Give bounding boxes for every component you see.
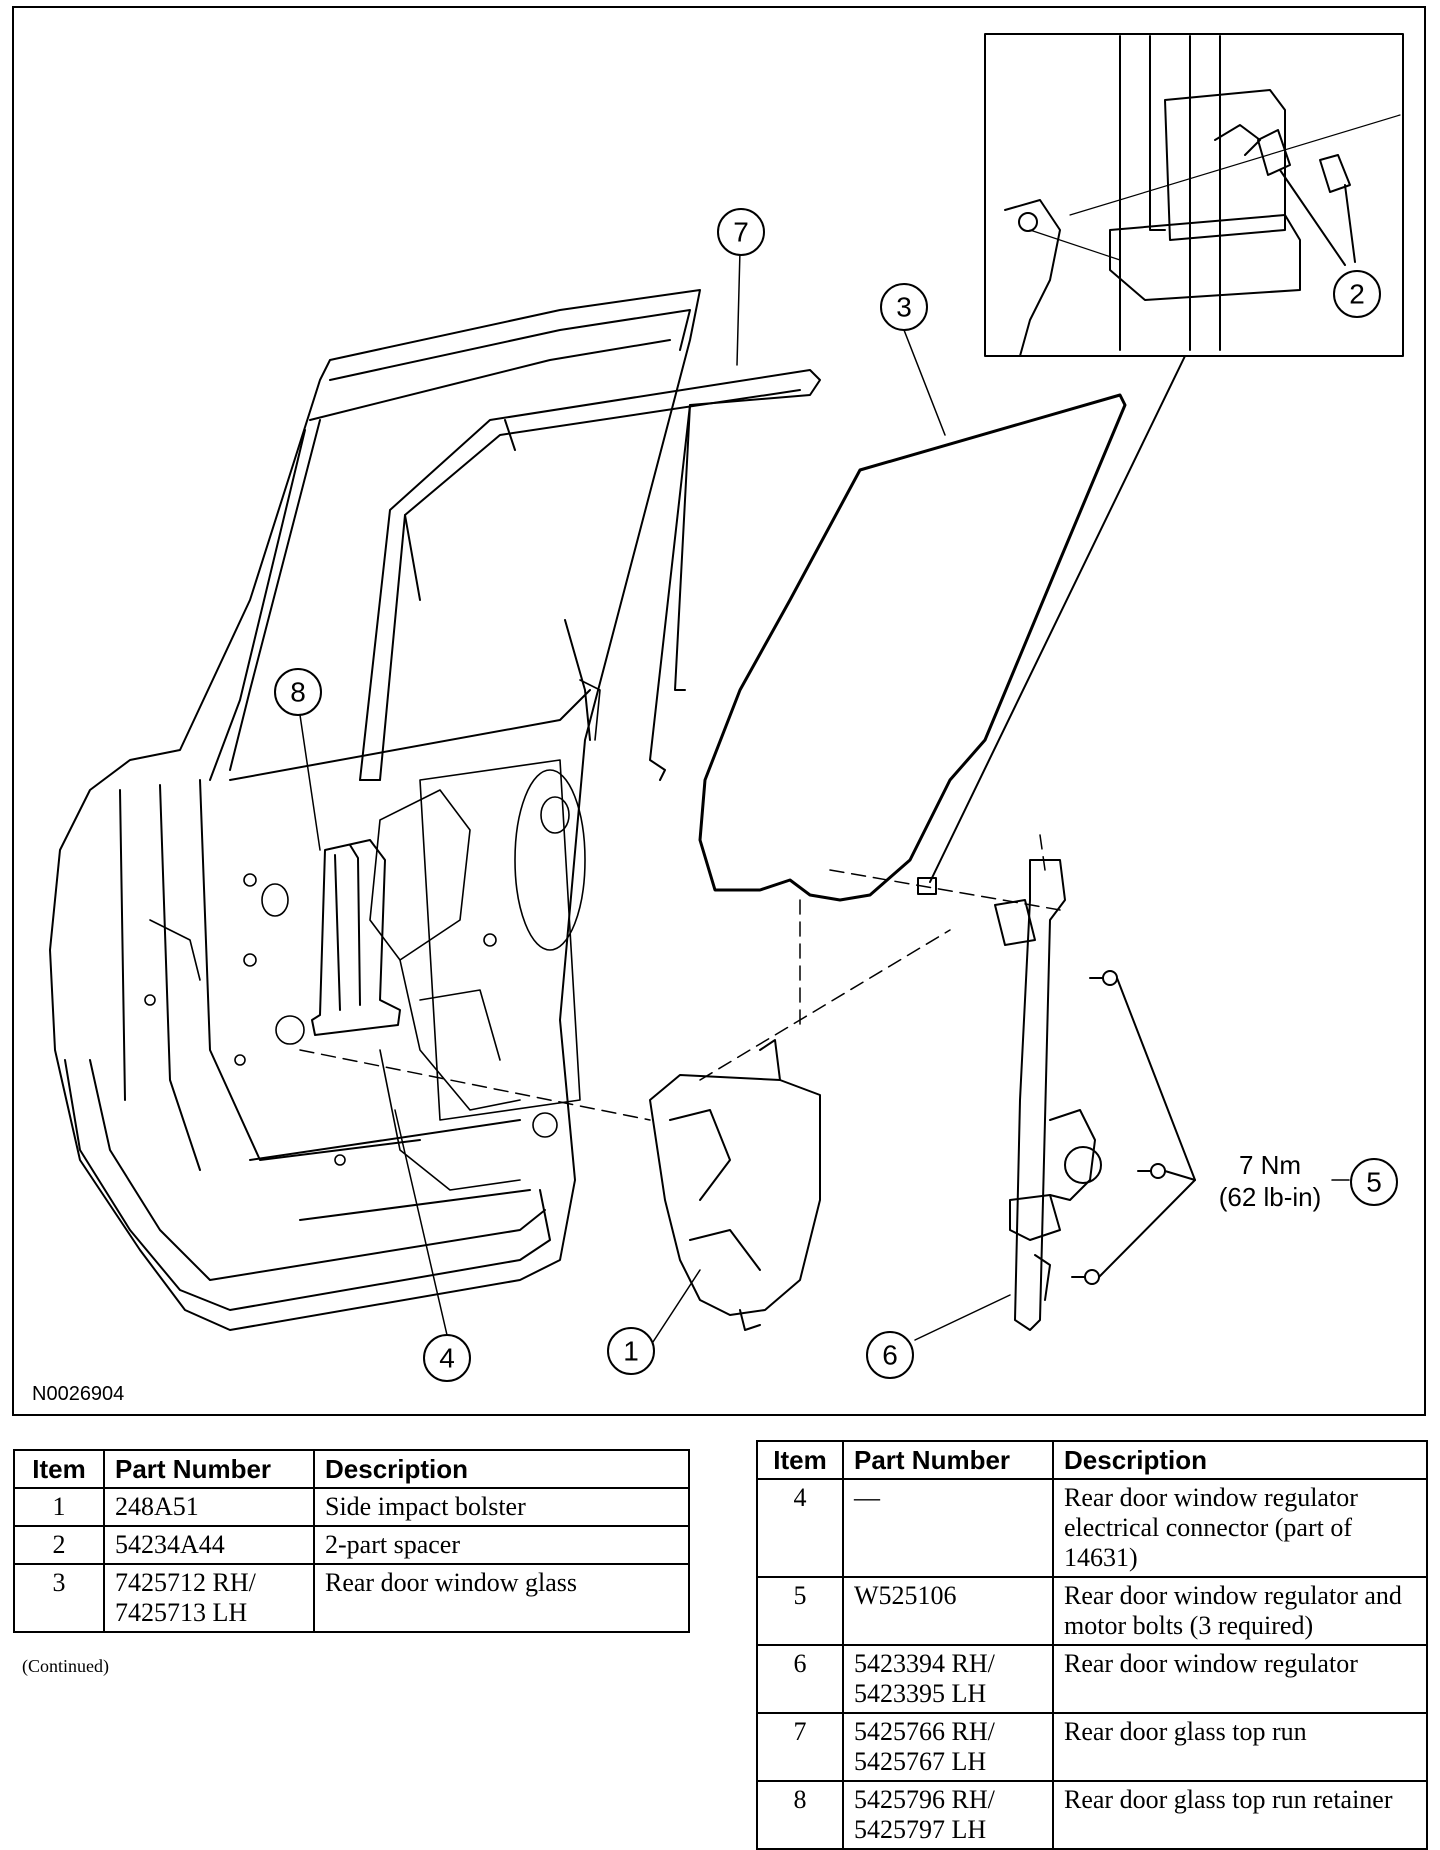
svg-text:2: 2	[1349, 279, 1365, 310]
column-header-item: Item	[756, 1440, 844, 1480]
torque-lbin: (62 lb-in)	[1219, 1182, 1322, 1212]
svg-text:3: 3	[896, 292, 912, 323]
callout-3: 3	[880, 283, 928, 331]
description-cell: Rear door window glass	[313, 1563, 690, 1633]
description-cell: Rear door window regulator	[1052, 1644, 1428, 1714]
item-cell: 5	[756, 1576, 844, 1646]
item-cell: 3	[13, 1563, 105, 1633]
table-row: 8 5425796 RH/ 5425797 LH Rear door glass…	[756, 1780, 1428, 1850]
part-number-cell: 5425766 RH/ 5425767 LH	[842, 1712, 1054, 1782]
top-run-retainer-part	[311, 839, 401, 1036]
item-cell: 1	[13, 1487, 105, 1527]
inset-detail	[929, 33, 1404, 883]
window-regulator-part	[994, 859, 1102, 1331]
description-cell: Rear door glass top run retainer	[1052, 1780, 1428, 1850]
column-header-part-number: Part Number	[842, 1440, 1054, 1480]
svg-text:6: 6	[882, 1340, 898, 1371]
table-row: 1 248A51 Side impact bolster	[13, 1487, 690, 1527]
part-number-cell: 54234A44	[103, 1525, 315, 1565]
callout-8: 8	[274, 668, 322, 716]
table-row: 5 W525106 Rear door window regulator and…	[756, 1576, 1428, 1646]
column-header-description: Description	[1052, 1440, 1428, 1480]
callout-2: 2	[1333, 270, 1381, 318]
table-row: 3 7425712 RH/ 7425713 LH Rear door windo…	[13, 1563, 690, 1633]
figure-id: N0026904	[32, 1383, 124, 1405]
svg-text:5: 5	[1366, 1167, 1382, 1198]
callout-6: 6	[866, 1331, 914, 1379]
description-cell: Rear door window regulator and motor bol…	[1052, 1576, 1428, 1646]
item-cell: 4	[756, 1478, 844, 1578]
table-header-row: Item Part Number Description	[756, 1440, 1428, 1480]
side-impact-bolster-part	[649, 1039, 821, 1331]
svg-text:1: 1	[623, 1336, 639, 1367]
part-number-cell: 7425712 RH/ 7425713 LH	[103, 1563, 315, 1633]
column-header-part-number: Part Number	[103, 1449, 315, 1489]
continued-note: (Continued)	[22, 1656, 109, 1676]
table-header-row: Item Part Number Description	[13, 1449, 690, 1489]
window-glass-part	[698, 393, 1127, 902]
part-number-cell: W525106	[842, 1576, 1054, 1646]
regulator-bolts	[1071, 970, 1196, 1285]
part-number-cell: 248A51	[103, 1487, 315, 1527]
diagram-frame	[12, 6, 1426, 1416]
torque-nm: 7 Nm	[1239, 1150, 1301, 1180]
door-outer-frame	[49, 289, 701, 1331]
callout-1: 1	[607, 1327, 655, 1375]
item-cell: 2	[13, 1525, 105, 1565]
svg-text:7: 7	[733, 217, 749, 248]
table-row: 4 — Rear door window regulator electrica…	[756, 1478, 1428, 1578]
item-cell: 7	[756, 1712, 844, 1782]
column-header-description: Description	[313, 1449, 690, 1489]
column-header-item: Item	[13, 1449, 105, 1489]
table-row: 7 5425766 RH/ 5425767 LH Rear door glass…	[756, 1712, 1428, 1782]
svg-text:8: 8	[290, 677, 306, 708]
table-row: 2 54234A44 2-part spacer	[13, 1525, 690, 1565]
door-inner-panel	[144, 679, 601, 1191]
callout-4: 4	[423, 1334, 471, 1382]
table-row: 6 5423394 RH/ 5423395 LH Rear door windo…	[756, 1644, 1428, 1714]
svg-text:4: 4	[439, 1343, 455, 1374]
part-number-cell: —	[842, 1478, 1054, 1578]
description-cell: Side impact bolster	[313, 1487, 690, 1527]
callout-5: 5	[1350, 1158, 1398, 1206]
description-cell: Rear door window regulator electrical co…	[1052, 1478, 1428, 1578]
callout-leaders	[299, 249, 1350, 1346]
item-cell: 8	[756, 1780, 844, 1850]
parts-table-right: Item Part Number Description 4 — Rear do…	[756, 1440, 1428, 1850]
callout-7: 7	[717, 208, 765, 256]
alignment-lines	[299, 834, 1061, 1121]
description-cell: Rear door glass top run	[1052, 1712, 1428, 1782]
item-cell: 6	[756, 1644, 844, 1714]
glass-top-run-part	[359, 369, 821, 781]
part-number-cell: 5423394 RH/ 5423395 LH	[842, 1644, 1054, 1714]
parts-table-left: Item Part Number Description 1 248A51 Si…	[13, 1449, 690, 1633]
part-number-cell: 5425796 RH/ 5425797 LH	[842, 1780, 1054, 1850]
description-cell: 2-part spacer	[313, 1525, 690, 1565]
exploded-view-diagram: 1 2 3 4 5 6 7 8 7 Nm (62 lb-in) N0026904	[32, 33, 1404, 1405]
